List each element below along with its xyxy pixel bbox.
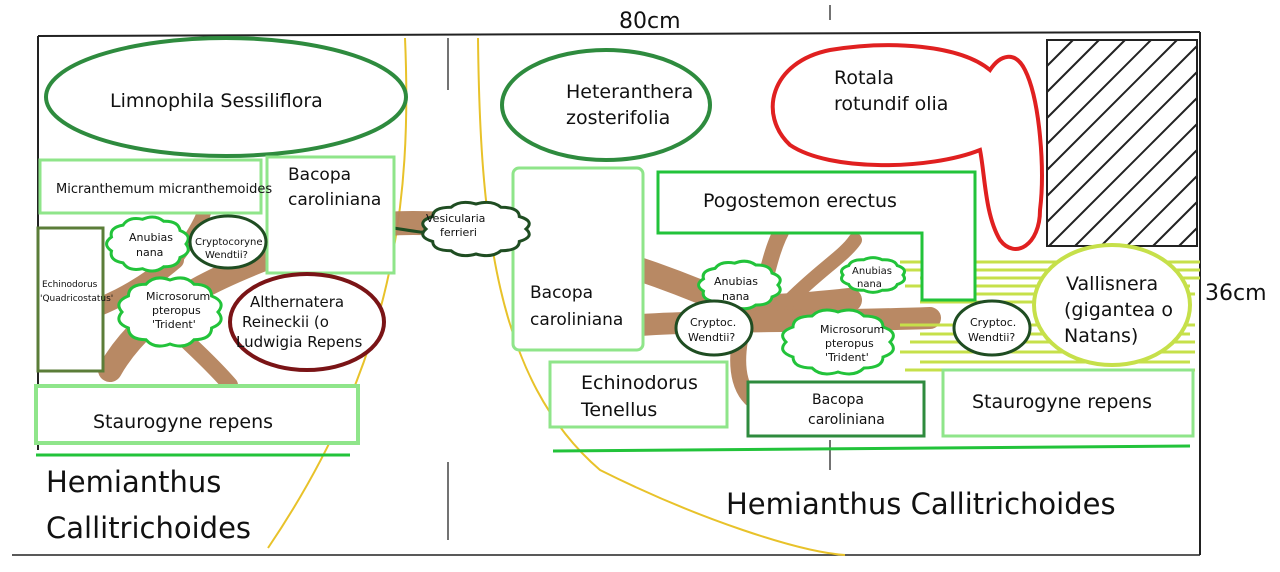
bacopa-top-label: Bacopa caroliniana — [288, 165, 381, 210]
vallisnera-label: Vallisnera (gigantea o Natans) — [1064, 273, 1179, 347]
vesicularia-cloud — [421, 200, 531, 258]
echinodorus-t-label: Echinodorus Tenellus — [580, 372, 704, 421]
hatch-line — [1046, 71, 1198, 223]
hatch-line — [1100, 149, 1198, 247]
heteranthera-label: Heteranthera zosterifolia — [566, 81, 699, 129]
crypto-right-ellipse — [952, 299, 1032, 357]
hatch-line — [1126, 175, 1198, 247]
crypto-right-label: Cryptoc. Wendtii? — [968, 316, 1020, 344]
hatch-line — [1046, 39, 1178, 171]
vesicularia-label: Vesicularia ferrieri — [426, 212, 489, 239]
microsorum-left-cloud — [117, 276, 223, 348]
anubias-mid-cloud — [697, 259, 782, 311]
staurogyne-left-box — [34, 384, 360, 445]
carpet-line-right — [552, 444, 1191, 453]
hemianthus-right-label: Hemianthus Callitrichoides — [726, 487, 1116, 521]
echinodorus-t-box — [548, 360, 729, 429]
hemianthus-left-label: Hemianthus Callitrichoides — [46, 465, 251, 545]
bacopa-bottom-box — [746, 380, 926, 438]
microsorum-left-label: Microsorum pteropus 'Trident' — [146, 290, 214, 331]
hatch-line — [1046, 39, 1100, 93]
alternanthera-ellipse — [228, 272, 386, 372]
anubias-left-cloud — [105, 215, 190, 273]
hatch-line — [1046, 39, 1152, 145]
rotala-shape — [770, 43, 1044, 251]
micranthemum-label: Micranthemum micranthemoides — [56, 182, 272, 197]
limnophila-ellipse — [44, 36, 408, 158]
staurogyne-right-box — [941, 368, 1195, 438]
anubias-right-label: Anubias nana — [852, 266, 895, 290]
pogostemon-box — [656, 170, 977, 302]
hatch-line — [1046, 39, 1126, 119]
crypto-mid-ellipse — [674, 299, 754, 357]
micranthemum-box — [38, 158, 263, 215]
center-divider-marks — [447, 5, 831, 540]
crypto-left-label: Cryptocoryne Wendtii? — [195, 237, 266, 261]
anubias-mid-label: Anubias nana — [714, 275, 761, 303]
limnophila-label: Limnophila Sessiliflora — [110, 90, 323, 112]
width-label: 80cm — [619, 9, 681, 34]
hatch-line — [1074, 123, 1198, 247]
echinodorus-q-box — [36, 226, 105, 373]
alternanthera-label: Althernatera Reineckii (o Ludwigia Repen… — [236, 293, 362, 351]
echinodorus-q-label: Echinodorus 'Quadricostatus' — [40, 280, 113, 304]
staurogyne-right-label: Staurogyne repens — [972, 391, 1152, 413]
anubias-left-label: Anubias nana — [129, 231, 176, 259]
pogostemon-label: Pogostemon erectus — [703, 190, 897, 212]
tank-outline — [12, 31, 1201, 556]
hatch-line — [1178, 227, 1198, 247]
height-label: 36cm — [1205, 281, 1267, 306]
hatch-line — [1152, 201, 1198, 247]
staurogyne-left-label: Staurogyne repens — [93, 411, 273, 433]
rotala-label: Rotala rotundif olia — [834, 67, 948, 115]
microsorum-right-cloud — [781, 308, 895, 376]
hatch-line — [1046, 39, 1074, 67]
bacopa-top-box — [265, 155, 396, 275]
crypto-left-ellipse — [188, 214, 268, 270]
heteranthera-ellipse — [500, 48, 712, 162]
bacopa-left-label: Bacopa caroliniana — [530, 283, 623, 330]
bacopa-left-box — [511, 166, 645, 352]
microsorum-right-label: Microsorum pteropus 'Trident' — [820, 323, 888, 364]
hatch-line — [1048, 97, 1198, 247]
hatch-line — [1046, 45, 1198, 197]
crypto-mid-label: Cryptoc. Wendtii? — [688, 316, 740, 344]
bacopa-bottom-label: Bacopa caroliniana — [808, 392, 885, 428]
anubias-right-cloud — [840, 256, 906, 294]
vallisnera-ellipse — [1032, 243, 1192, 367]
hatched-area — [1046, 39, 1198, 247]
